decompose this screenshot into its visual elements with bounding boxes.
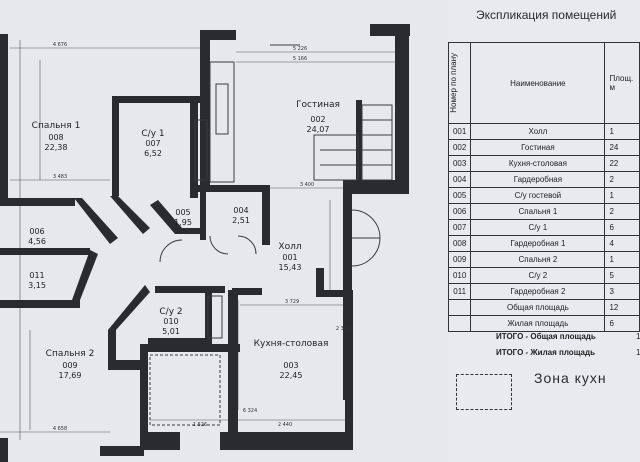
room-area: 22,38: [45, 143, 68, 152]
fixtures: [149, 44, 393, 426]
dim-label: 4 676: [53, 42, 67, 48]
dim-label: 6 324: [243, 408, 257, 414]
room-number: 007: [145, 139, 160, 148]
dim-label: 5 226: [293, 46, 307, 52]
plan-background: [0, 0, 448, 462]
table-header-row: Номер по плану Наименование Площ. м: [447, 42, 640, 124]
explication-panel: Экспликация помещений Номер по плану Наи…: [447, 0, 640, 462]
room-name: Кухня-столовая: [254, 339, 329, 349]
dim-label: 3 729: [285, 299, 299, 305]
room-area: 2,51: [232, 216, 250, 225]
room-area: 6,52: [144, 149, 162, 158]
dimension-labels: 5 226 5 166 3 483 4 676 3 400 4 658 6 32…: [53, 42, 350, 432]
dim-label: 5 166: [293, 56, 307, 62]
total-area-label: ИТОГО - Общая площадь: [496, 332, 596, 341]
explication-title: Экспликация помещений: [476, 8, 617, 22]
header-name: Наименование: [470, 42, 606, 124]
room-name: С/у 2: [159, 307, 182, 317]
room-number: 002: [310, 115, 325, 124]
header-area: Площ. м: [604, 42, 640, 124]
room-area: 1,95: [174, 218, 192, 227]
room-area: 15,43: [279, 263, 302, 272]
dim-label: 1 526: [193, 422, 207, 428]
room-number: 001: [282, 253, 297, 262]
dim-label: 3 400: [300, 182, 314, 188]
room-area: 24,07: [307, 125, 330, 134]
room-area: 5,01: [162, 327, 180, 336]
room-name: Спальня 2: [46, 349, 95, 359]
room-number: 008: [48, 133, 63, 142]
total-living-label: ИТОГО - Жилая площадь: [496, 348, 595, 357]
room-name: Гостиная: [296, 100, 340, 110]
room-area: 4,56: [28, 237, 46, 246]
room-name: С/у 1: [141, 129, 164, 139]
dim-label: 2 335: [336, 326, 350, 332]
room-number: 010: [163, 317, 178, 326]
dim-label: 4 658: [53, 426, 67, 432]
total-area-value: 1: [636, 332, 640, 341]
dim-label: 2 440: [278, 422, 292, 428]
zone-label: Зона кухн: [534, 370, 607, 386]
walls: [0, 24, 410, 462]
room-area: 17,69: [59, 371, 82, 380]
room-number: 009: [62, 361, 77, 370]
floor-plan: 5 226 5 166 3 483 4 676 3 400 4 658 6 32…: [0, 0, 448, 462]
zone-legend-box: [456, 374, 512, 410]
room-name: Холл: [278, 242, 301, 252]
total-living-value: 1: [636, 348, 640, 357]
room-area: 22,45: [280, 371, 303, 380]
dim-label: 3 483: [53, 174, 67, 180]
room-name: Спальня 1: [32, 121, 81, 131]
room-number: 004: [233, 206, 248, 215]
room-number: 005: [175, 208, 190, 217]
room-number: 006: [29, 227, 44, 236]
header-number: Номер по плану: [447, 42, 472, 124]
room-number: 011: [29, 271, 44, 280]
room-number: 003: [283, 361, 298, 370]
room-labels: Спальня 1 008 22,38 С/у 1 007 6,52 Гости…: [28, 100, 340, 380]
room-area: 3,15: [28, 281, 46, 290]
